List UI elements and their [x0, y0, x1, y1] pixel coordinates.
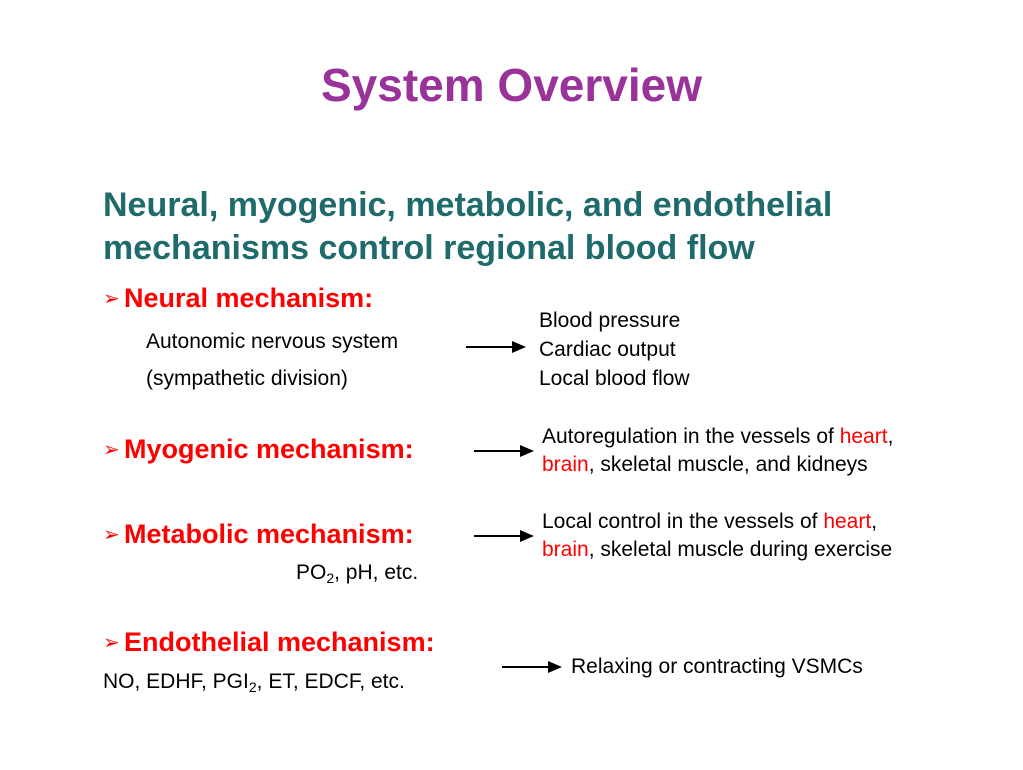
- myogenic-description-line-1: Autoregulation in the vessels of heart,: [542, 423, 893, 451]
- slide-title: System Overview: [320, 59, 702, 111]
- endothelial-factors-subscript: 2: [248, 679, 257, 695]
- metabolic-factor-rest: , pH, etc.: [334, 561, 419, 584]
- neural-targets: Blood pressure Cardiac output Local bloo…: [539, 306, 690, 393]
- myogenic-highlight-brain: brain: [542, 453, 589, 476]
- metabolic-line1-suffix: ,: [871, 510, 878, 533]
- slide-subtitle: Neural, myogenic, metabolic, and endothe…: [103, 184, 832, 270]
- metabolic-heading-label: Metabolic mechanism:: [124, 519, 414, 549]
- metabolic-heading: ➢Metabolic mechanism:: [103, 519, 414, 550]
- neural-source-line-2: (sympathetic division): [146, 367, 348, 390]
- endothelial-arrow-icon: [502, 661, 562, 673]
- endothelial-factors-suffix: , ET, EDCF, etc.: [256, 670, 405, 693]
- myogenic-arrow-icon: [474, 445, 534, 457]
- arrow-bullet-icon: ➢: [103, 288, 120, 310]
- myogenic-line1-text: Autoregulation in the vessels of: [542, 425, 840, 448]
- neural-heading: ➢Neural mechanism:: [103, 283, 373, 314]
- endothelial-factors-text: NO, EDHF, PGI: [103, 670, 249, 693]
- neural-heading-label: Neural mechanism:: [124, 283, 374, 313]
- metabolic-factors: PO2, pH, etc.: [296, 561, 418, 585]
- neural-target-item: Blood pressure: [539, 309, 681, 332]
- myogenic-description-line-2: brain, skeletal muscle, and kidneys: [542, 451, 893, 479]
- subtitle-line-1: Neural, myogenic, metabolic, and endothe…: [103, 186, 833, 224]
- endothelial-factors: NO, EDHF, PGI2, ET, EDCF, etc.: [103, 670, 405, 694]
- neural-source-line-1: Autonomic nervous system: [146, 330, 399, 353]
- arrow-bullet-icon: ➢: [103, 439, 120, 461]
- metabolic-line1-text: Local control in the vessels of: [542, 510, 824, 533]
- myogenic-highlight-heart: heart: [839, 425, 888, 448]
- metabolic-description-line-1: Local control in the vessels of heart,: [542, 508, 892, 536]
- neural-target-item: Local blood flow: [539, 367, 690, 390]
- arrow-bullet-icon: ➢: [103, 632, 120, 654]
- myogenic-description: Autoregulation in the vessels of heart , …: [542, 423, 893, 479]
- myogenic-line2-text: , skeletal muscle, and kidneys: [588, 453, 868, 476]
- metabolic-description: Local control in the vessels of heart, b…: [542, 508, 892, 564]
- metabolic-arrow-icon: [474, 530, 534, 542]
- myogenic-heading: ➢Myogenic mechanism:: [103, 434, 414, 465]
- metabolic-factor-po: PO: [296, 561, 327, 584]
- myogenic-line1-suffix: ,: [887, 425, 894, 448]
- neural-arrow-icon: [466, 341, 526, 353]
- endothelial-heading: ➢Endothelial mechanism:: [103, 627, 435, 658]
- endothelial-result: Relaxing or contracting VSMCs: [571, 655, 863, 678]
- myogenic-heading-label: Myogenic mechanism:: [124, 434, 414, 464]
- metabolic-line2-text: , skeletal muscle during exercise: [588, 538, 893, 561]
- endothelial-heading-label: Endothelial mechanism:: [124, 627, 435, 657]
- subtitle-line-2: mechanisms control regional blood flow: [103, 229, 755, 267]
- metabolic-highlight-brain: brain: [542, 538, 589, 561]
- metabolic-description-line-2: brain, skeletal muscle during exercise: [542, 536, 892, 564]
- metabolic-highlight-heart: heart: [823, 510, 872, 533]
- neural-target-item: Cardiac output: [539, 338, 676, 361]
- metabolic-factor-subscript: 2: [326, 570, 335, 586]
- arrow-bullet-icon: ➢: [103, 524, 120, 546]
